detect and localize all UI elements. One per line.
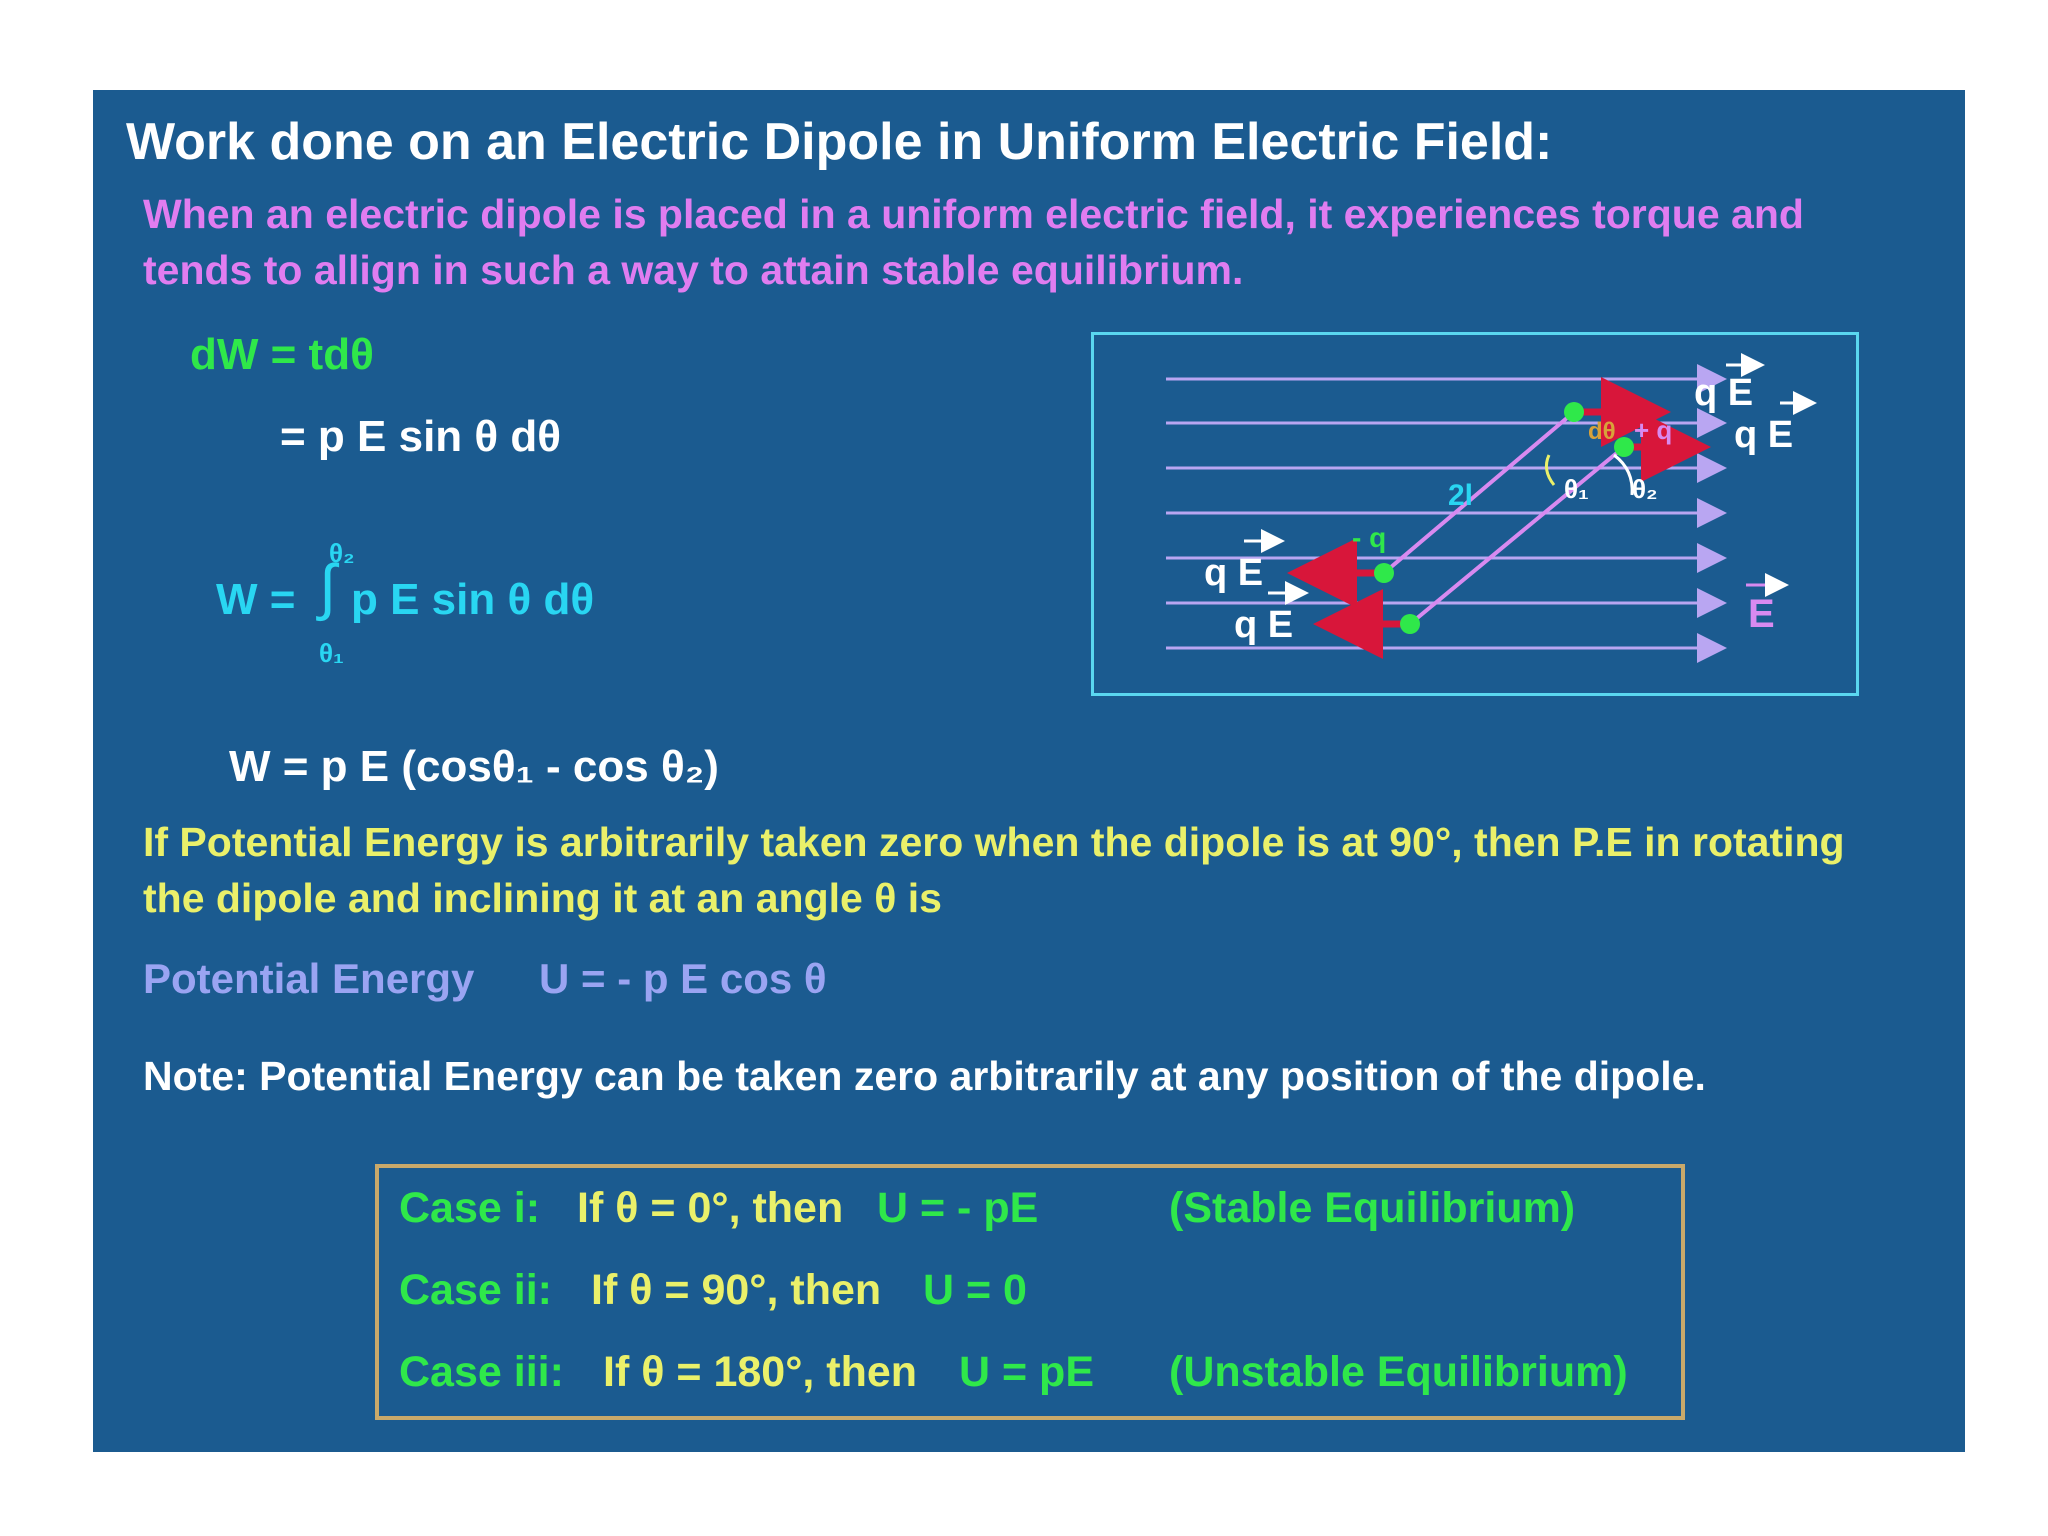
- length-label: 2l: [1448, 479, 1473, 512]
- right-force-label: q E: [1734, 414, 1793, 456]
- slide-title: Work done on an Electric Dipole in Unifo…: [126, 113, 1553, 171]
- case-label: Case ii:: [399, 1266, 552, 1314]
- dipole-rods: [1382, 410, 1626, 626]
- dtheta-label: dθ: [1588, 418, 1616, 445]
- force-arrows: [1287, 377, 1711, 659]
- intro-text: When an electric dipole is placed in a u…: [143, 191, 1804, 293]
- case-label: Case i:: [399, 1184, 541, 1232]
- case-label: Case iii:: [399, 1348, 564, 1396]
- integral-upper-limit: θ₂: [329, 538, 355, 568]
- minus-charge-label: - q: [1352, 522, 1386, 553]
- theta1-label: θ₁: [1564, 474, 1589, 504]
- theta1-arc: [1544, 454, 1556, 486]
- case-result: U = 0: [923, 1266, 1027, 1314]
- charges: [1374, 402, 1634, 634]
- case-remark: (Stable Equilibrium): [1169, 1184, 1576, 1232]
- case-condition: If θ = 0°, then: [577, 1184, 844, 1232]
- potential-energy-formula: U = - p E cos θ: [539, 955, 827, 1002]
- work-result: W = p E (cosθ₁ - cos θ₂): [229, 742, 719, 791]
- slide: Work done on an Electric Dipole in Unifo…: [93, 90, 1965, 1452]
- equation-dw: dW = tdθ: [190, 330, 374, 379]
- plus-charge-label: + q: [1634, 415, 1672, 445]
- left-force-label-1: q E: [1204, 552, 1263, 594]
- dipole-diagram: q E q E dθ + q 2l θ₁ θ₂ - q q E q E E: [1166, 353, 1817, 663]
- field-label: E: [1748, 592, 1775, 636]
- top-force-label: q E: [1694, 372, 1753, 414]
- case-result: U = - pE: [877, 1184, 1039, 1232]
- case-result: U = pE: [959, 1348, 1095, 1396]
- case-condition: If θ = 180°, then: [603, 1348, 918, 1396]
- potential-energy-text: If Potential Energy is arbitrarily taken…: [143, 819, 1845, 921]
- theta2-arc: [1613, 453, 1634, 496]
- note-text: Note: Potential Energy can be taken zero…: [143, 1053, 1706, 1099]
- equation-dw-expanded: = p E sin θ dθ: [280, 412, 562, 461]
- left-force-label-2: q E: [1234, 604, 1293, 646]
- integral-body: p E sin θ dθ: [351, 575, 595, 624]
- cases-box: Case i: If θ = 0°, then U = - pE (Stable…: [375, 1164, 1685, 1420]
- integral-sign: ∫: [319, 553, 336, 622]
- dipole-figure: q E q E dθ + q 2l θ₁ θ₂ - q q E q E E: [1091, 332, 1859, 696]
- integral-lower-limit: θ₁: [319, 638, 344, 668]
- case-condition: If θ = 90°, then: [591, 1266, 882, 1314]
- case-remark: (Unstable Equilibrium): [1169, 1348, 1628, 1396]
- theta2-label: θ₂: [1632, 474, 1658, 504]
- potential-energy-label: Potential Energy: [143, 955, 475, 1002]
- integral-left: W =: [216, 575, 296, 624]
